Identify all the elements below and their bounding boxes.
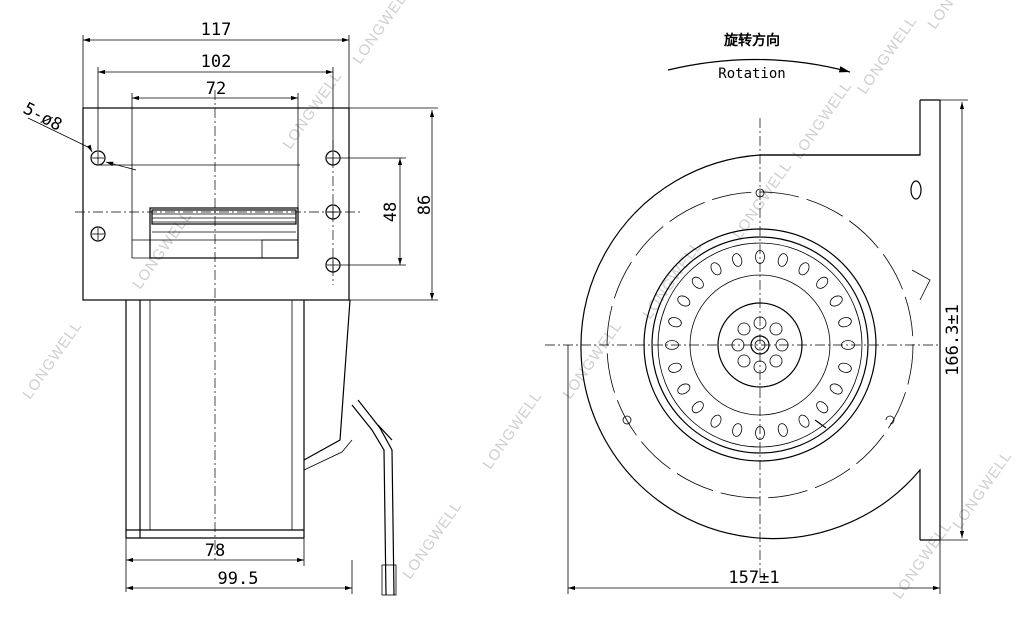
dim-flange-width: 102 xyxy=(201,52,232,72)
watermark: LONGWELL xyxy=(949,448,1015,533)
blade-hole xyxy=(816,401,829,414)
blade-hole xyxy=(668,317,682,328)
watermark: LONGWELL xyxy=(279,68,345,153)
blade-hole xyxy=(691,276,704,289)
dim-overall-width: 117 xyxy=(201,20,232,40)
watermark: LONGWELL xyxy=(924,0,990,32)
blade-holes xyxy=(665,250,855,440)
watermark: LONGWELL xyxy=(349,0,415,67)
blade-hole xyxy=(677,295,691,307)
blade-hole xyxy=(816,276,829,289)
blade-hole xyxy=(710,262,722,276)
dim-holes: 5-ø8 xyxy=(20,99,66,136)
blade-hole xyxy=(798,262,810,276)
flange-plate xyxy=(82,107,350,301)
blade-hole xyxy=(829,383,843,395)
side-view: 117 102 72 5-ø8 48 86 78 99.5 xyxy=(20,20,438,596)
front-view: 旋转方向 Rotation xyxy=(545,32,968,594)
blade-hole xyxy=(732,253,743,267)
mount-hole xyxy=(90,226,106,242)
rotation-label-cn: 旋转方向 xyxy=(723,32,780,49)
blade-hole xyxy=(838,362,852,373)
blade-hole xyxy=(777,253,788,267)
watermark: LONGWELL xyxy=(19,318,85,403)
mount-hole xyxy=(90,150,106,166)
dim-base-inner: 78 xyxy=(205,541,225,561)
blade-hole xyxy=(677,383,691,395)
rotation-arrow xyxy=(667,58,851,73)
blade-hole xyxy=(798,414,810,428)
blade-hole xyxy=(668,362,682,373)
blade-hole xyxy=(710,414,722,428)
dim-flange-height: 86 xyxy=(415,195,435,215)
dim-inner-width: 72 xyxy=(206,79,226,99)
watermark: LONGWELL xyxy=(854,13,920,98)
blade-hole xyxy=(777,423,788,437)
blade-hole xyxy=(829,295,843,307)
watermark-group: LONGWELL LONGWELL LONGWELL LONGWELL LONG… xyxy=(19,0,1015,602)
dim-width: 157±1 xyxy=(728,568,779,588)
watermark: LONGWELL xyxy=(479,388,545,473)
blade-hole xyxy=(838,317,852,328)
dim-hole-spacing: 48 xyxy=(381,202,401,222)
blade-hole xyxy=(732,423,743,437)
watermark: LONGWELL xyxy=(129,208,195,293)
watermark: LONGWELL xyxy=(789,78,855,163)
rotation-label-en: Rotation xyxy=(718,66,785,82)
scroll-housing xyxy=(580,100,921,540)
dim-height: 166.3±1 xyxy=(943,304,963,376)
watermark: LONGWELL xyxy=(559,318,625,403)
watermark: LONGWELL xyxy=(399,498,465,583)
watermark: LONGWELL xyxy=(889,518,955,603)
dim-base-overall: 99.5 xyxy=(218,569,259,589)
blade-hole xyxy=(691,401,704,414)
